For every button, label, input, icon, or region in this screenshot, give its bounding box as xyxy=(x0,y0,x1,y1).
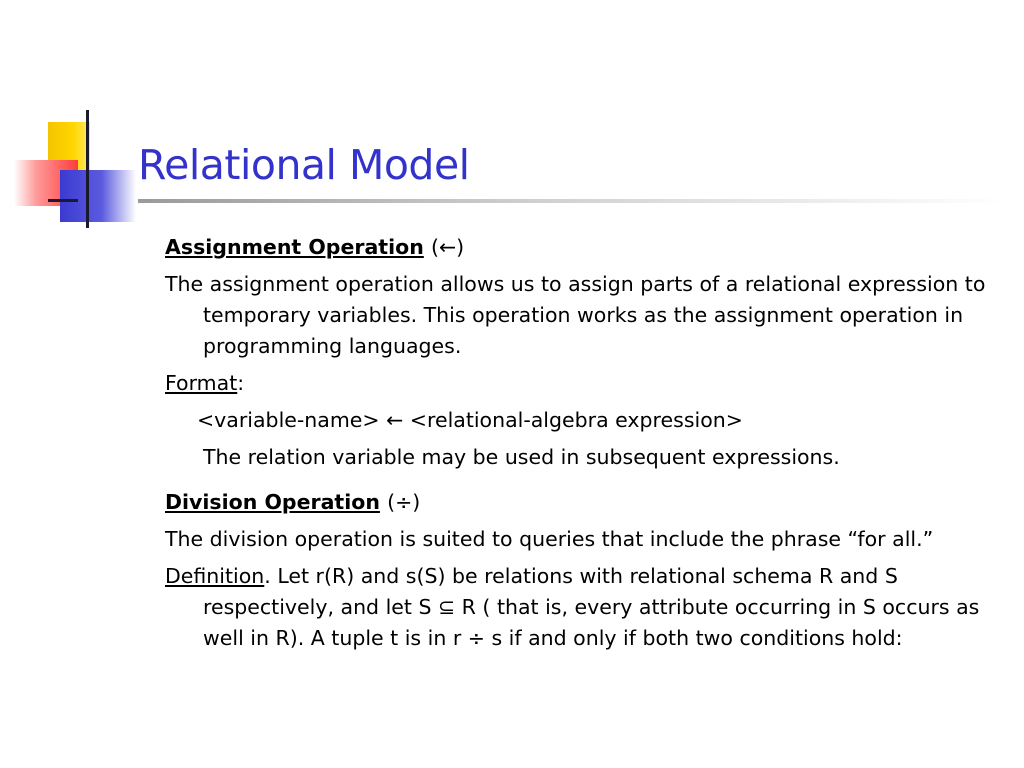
horizontal-line xyxy=(48,199,78,202)
slide-content: Assignment Operation (←) The assignment … xyxy=(165,232,1015,654)
vertical-line xyxy=(86,110,89,228)
blue-square xyxy=(60,170,136,222)
assignment-symbol: (←) xyxy=(430,235,465,259)
assignment-heading: Assignment Operation xyxy=(165,235,424,259)
format-expression: <variable-name> ← <relational-algebra ex… xyxy=(197,408,743,432)
definition-text: . Let r(R) and s(S) be relations with re… xyxy=(203,564,980,650)
format-label: Format xyxy=(165,371,238,395)
assignment-description: The assignment operation allows us to as… xyxy=(165,272,986,358)
division-definition: Definition. Let r(R) and s(S) be relatio… xyxy=(165,561,1015,654)
format-note: The relation variable may be used in sub… xyxy=(203,445,840,469)
division-heading: Division Operation xyxy=(165,490,380,514)
slide-title: Relational Model xyxy=(138,141,470,189)
division-description: The division operation is suited to quer… xyxy=(165,527,934,551)
corner-ornament xyxy=(0,0,140,240)
assignment-heading-line: Assignment Operation (←) xyxy=(165,232,1015,263)
format-line: Format: xyxy=(165,368,1015,399)
division-symbol: (÷) xyxy=(387,490,421,514)
definition-label: Definition xyxy=(165,564,265,588)
title-rule xyxy=(138,199,1008,203)
format-colon: : xyxy=(237,371,245,395)
division-heading-line: Division Operation (÷) xyxy=(165,487,1015,518)
